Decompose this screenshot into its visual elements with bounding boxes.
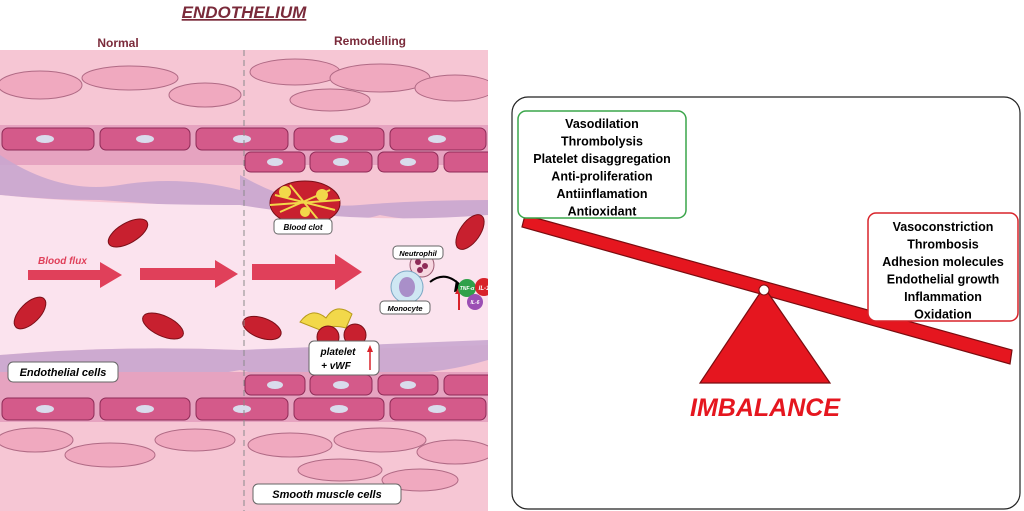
bottom-cell-nuclei	[36, 381, 446, 413]
seesaw-pivot	[758, 284, 770, 296]
blood-flux-label: Blood flux	[38, 256, 87, 267]
blood-clot-label-box	[273, 218, 333, 235]
protective-effect-item: Thrombolysis	[561, 135, 643, 149]
imbalance-label: IMBALANCE	[690, 394, 841, 422]
smooth-muscle-cells-label-box	[252, 483, 402, 505]
red-blood-cells	[13, 214, 485, 341]
top-tissue-cells	[0, 58, 488, 112]
blood-clot	[269, 180, 341, 226]
platelet-label: platelet	[319, 347, 356, 358]
monocyte-label-box	[379, 300, 431, 315]
platelet-increase-arrowhead	[367, 345, 373, 352]
blood-flux-arrows	[28, 254, 362, 290]
endothelial-cells-label-box	[7, 361, 119, 383]
panel-label-normal: Normal	[97, 36, 138, 50]
harmful-effect-item: Adhesion molecules	[882, 255, 1004, 269]
neutrophil-label-box	[392, 245, 444, 260]
harmful-effect-item: Thrombosis	[907, 238, 979, 252]
harmful-effect-item: Endothelial growth	[887, 273, 1000, 287]
il6-label: IL-6	[471, 300, 480, 306]
endothelial-cells-label: Endothelial cells	[20, 367, 107, 379]
harmful-effect-item: Inflammation	[904, 290, 982, 304]
tnf-alpha-label: TNF-α	[460, 286, 475, 292]
vessel-cross-section: TNF-α IL-1 IL-6	[0, 50, 490, 511]
il6-circle	[467, 294, 483, 310]
tnf-alpha-circle	[458, 279, 476, 297]
protective-effect-item: Anti-proliferation	[551, 170, 652, 184]
il1-label: IL-1	[479, 286, 490, 292]
monocyte	[390, 270, 424, 304]
harmful-effect-item: Vasoconstriction	[893, 220, 994, 234]
protective-effect-item: Vasodilation	[565, 117, 639, 131]
blood-clot-label: Blood clot	[283, 223, 322, 232]
vwf-label: + vWF	[321, 361, 352, 372]
protective-effect-item: Antioxidant	[568, 205, 638, 219]
top-cell-nuclei	[36, 135, 446, 166]
monocyte-label: Monocyte	[387, 304, 422, 313]
bottom-tissue-cells	[0, 427, 488, 492]
panel-label-remodelling: Remodelling	[334, 34, 406, 48]
seesaw-fulcrum	[698, 285, 832, 384]
il1-circle	[475, 278, 488, 296]
bottom-endothelial-cells	[1, 374, 488, 421]
smooth-muscle-cells-label: Smooth muscle cells	[272, 489, 381, 501]
neutrophil-label: Neutrophil	[399, 249, 437, 258]
harmful-effects-box	[867, 212, 1019, 322]
protective-effect-item: Antiinflamation	[557, 187, 648, 201]
platelet-label-box	[308, 340, 380, 376]
harmful-effect-item: Oxidation	[914, 308, 972, 322]
figure-title: ENDOTHELIUM	[182, 3, 308, 22]
top-subendothelium	[0, 155, 488, 222]
protective-effect-item: Platelet disaggregation	[533, 152, 671, 166]
protective-effects-box	[517, 110, 687, 219]
